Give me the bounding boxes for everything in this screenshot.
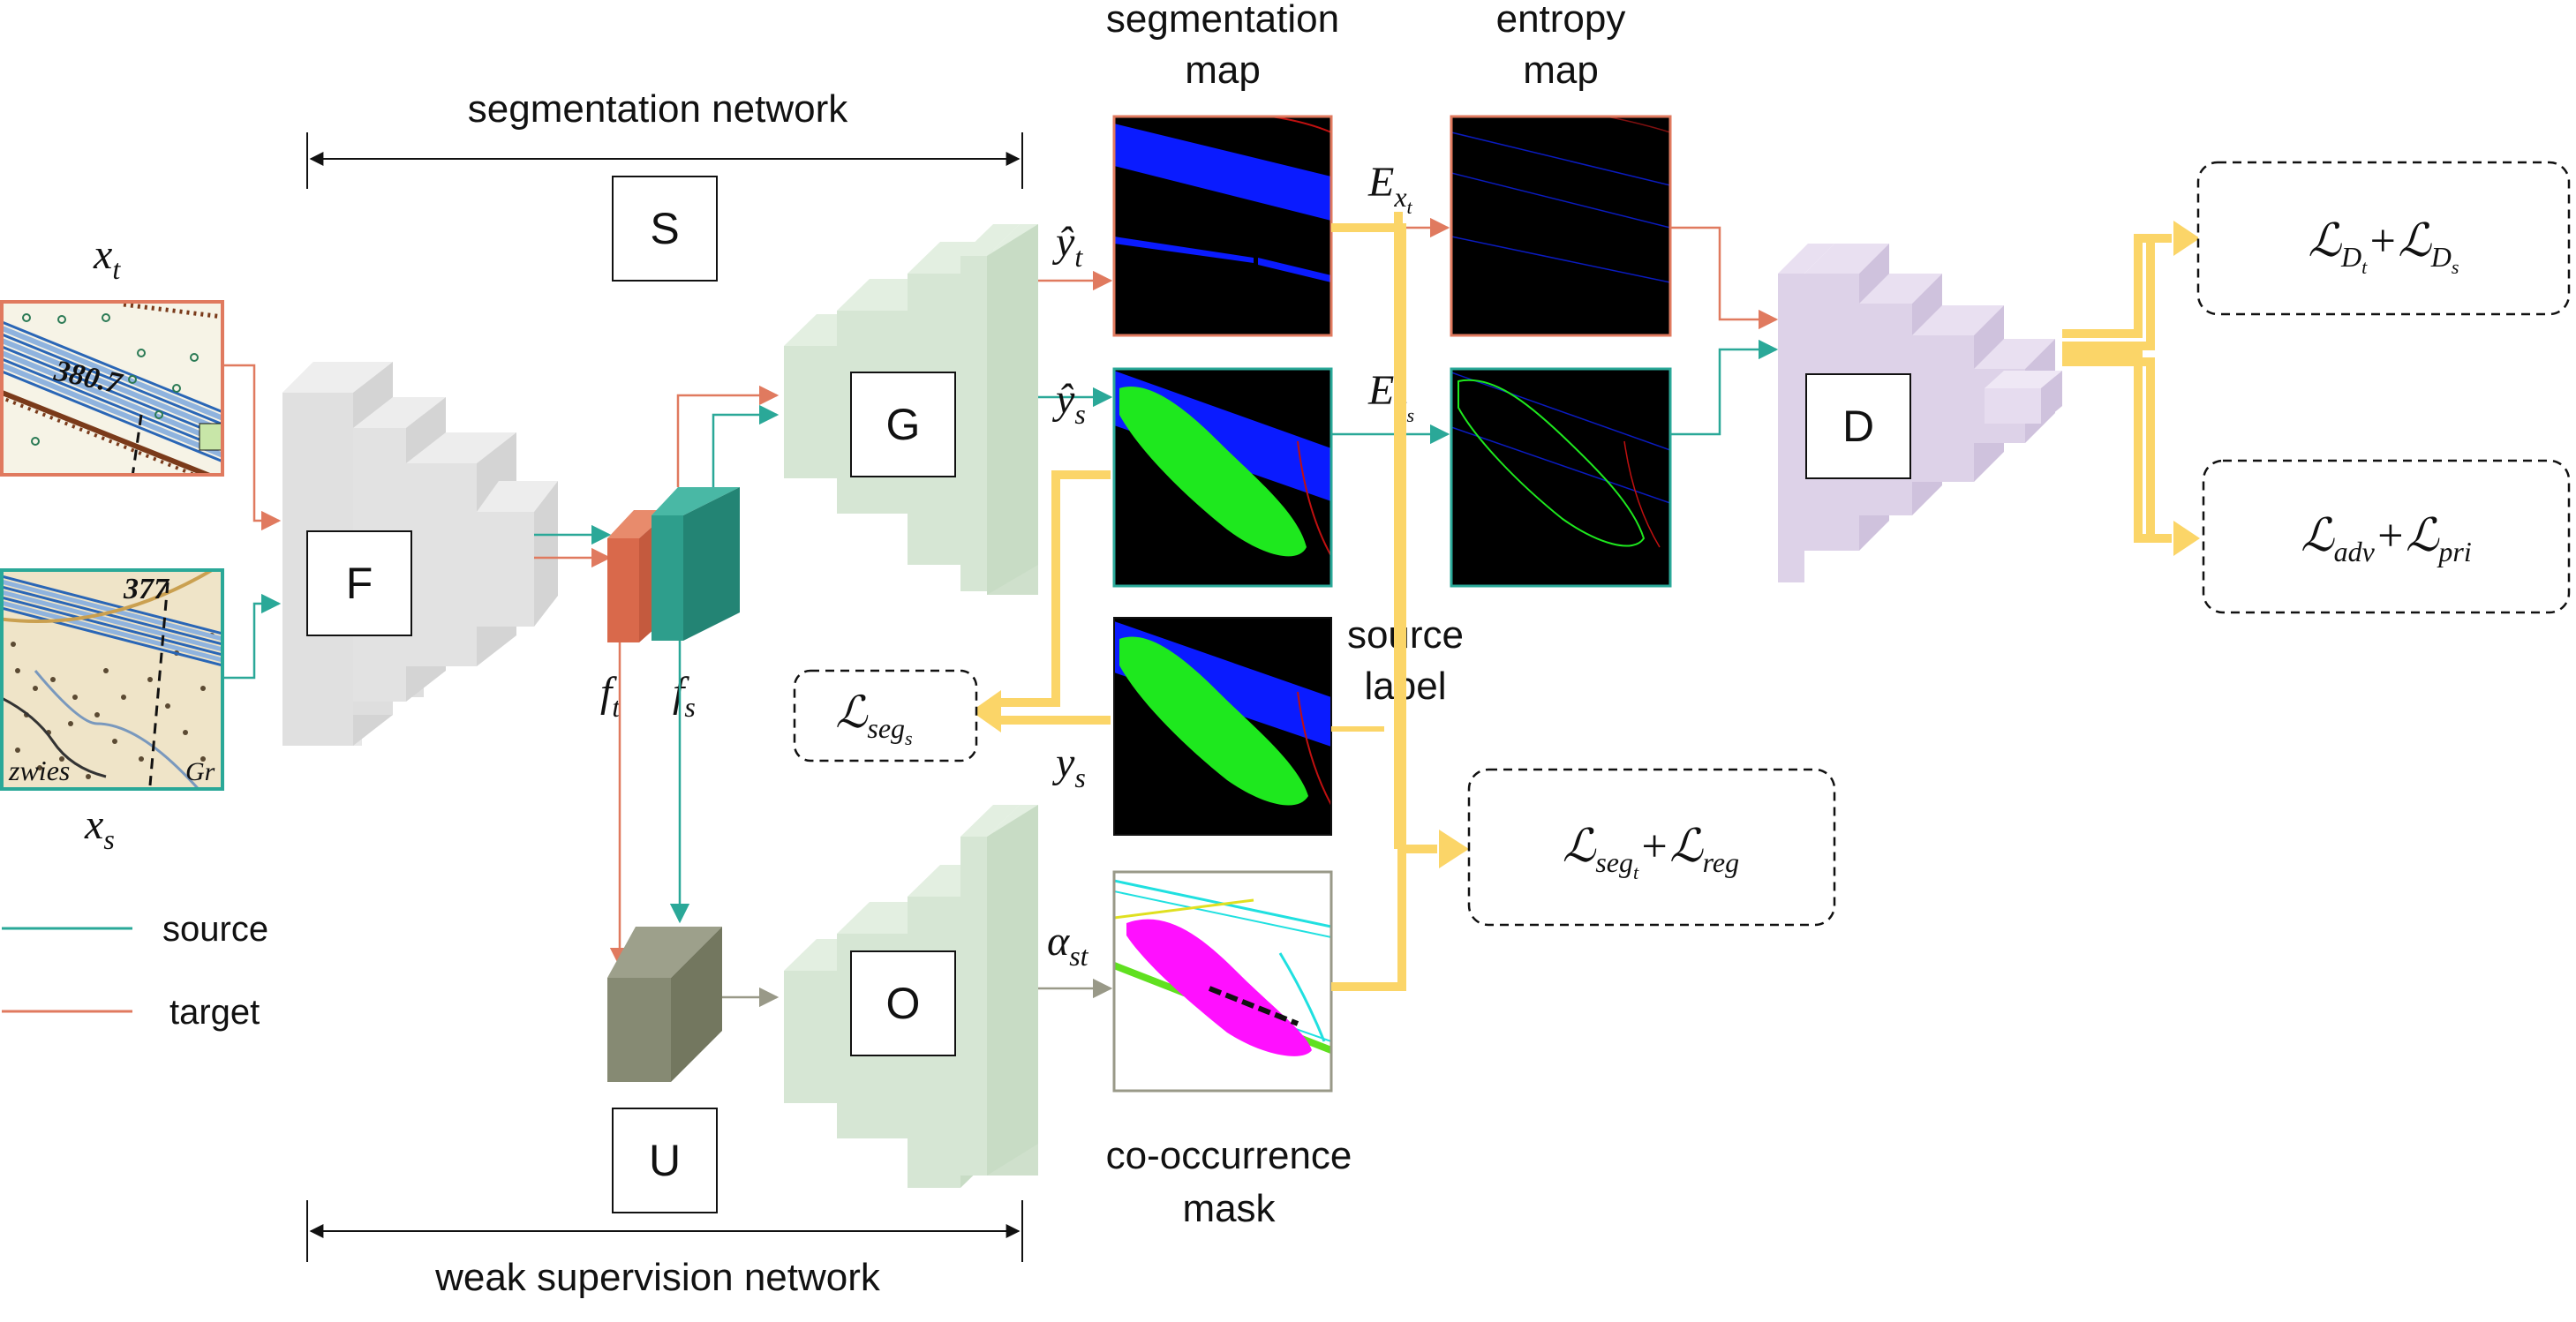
- input-image-source: 377 zwies Gr: [0, 568, 224, 791]
- loss-seg-source-text: ℒsegs: [835, 687, 912, 749]
- x-s-symbol: xs: [84, 801, 115, 855]
- feature-extractor-f: F: [282, 362, 558, 746]
- svg-text:S: S: [650, 204, 679, 253]
- svg-text:G: G: [886, 400, 921, 449]
- svg-text:O: O: [886, 979, 921, 1028]
- f-t-symbol: ft: [600, 669, 621, 723]
- loss-discriminator-box: ℒDt+ℒDs: [2196, 161, 2571, 316]
- entropy-map-heading-2: map: [1523, 49, 1599, 92]
- cooccurrence-mask-heading-2: mask: [1182, 1187, 1276, 1230]
- arrow-xs-to-f: [222, 593, 282, 680]
- cooccurrence-mask-heading-1: co-occurrence: [1106, 1134, 1352, 1177]
- arrow-entropy-t-to-d: [1670, 226, 1779, 330]
- x-s-word: zwies: [8, 755, 70, 786]
- y-s-symbol: ys: [1051, 740, 1086, 793]
- loss-flows: [998, 212, 2172, 991]
- loss-seg-source-box: ℒsegs: [793, 669, 978, 762]
- u-feature-block: [607, 927, 722, 1082]
- segmentation-map-source: [1112, 367, 1333, 588]
- x-t-symbol: xt: [93, 231, 121, 285]
- f-s-symbol: fs: [673, 669, 696, 723]
- weak-supervision-network-label: weak supervision network: [434, 1256, 881, 1299]
- cooccurrence-mask-map: [1112, 870, 1333, 1093]
- segmentation-map-heading-1: segmentation: [1106, 0, 1339, 41]
- x-s-word-2: Gr: [185, 757, 215, 786]
- loss-seg-target-reg-text: ℒsegt+ℒreg: [1563, 822, 1739, 883]
- legend-source-label: source: [162, 910, 268, 949]
- loss-arrowheads: [971, 221, 2200, 868]
- segmentation-network-label: segmentation network: [468, 87, 848, 131]
- e-xs-symbol: Exs: [1367, 367, 1414, 426]
- y-hat-t-symbol: ŷt: [1051, 219, 1083, 273]
- segmentation-network-span: segmentation network: [306, 87, 1023, 189]
- segmentation-head-g: G: [784, 224, 1038, 595]
- u-block: U: [612, 1108, 718, 1213]
- loss-adversarial-text: ℒadv+ℒpri: [2301, 511, 2472, 567]
- s-block: S: [612, 176, 718, 282]
- legend: source target: [2, 910, 268, 1032]
- cooccurrence-head-o: O: [784, 805, 1038, 1188]
- weak-supervision-span: weak supervision network: [306, 1200, 1023, 1299]
- loss-discriminator-text: ℒDt+ℒDs: [2309, 216, 2459, 278]
- entropy-map-target: [1450, 115, 1672, 337]
- e-xt-symbol: Ext: [1367, 159, 1413, 218]
- alpha-st-symbol: αst: [1047, 918, 1089, 972]
- discriminator-d: D: [1778, 244, 2062, 582]
- arrow-xt-to-f: [222, 364, 282, 531]
- segmentation-map-target: [1112, 115, 1333, 337]
- y-hat-s-symbol: ŷs: [1051, 376, 1086, 430]
- arrow-fs-to-g: [712, 404, 780, 487]
- arrow-entropy-s-to-d: [1670, 339, 1779, 436]
- svg-text:U: U: [649, 1136, 681, 1185]
- arrow-ft-to-g: [676, 385, 780, 487]
- legend-target-label: target: [169, 993, 260, 1032]
- loss-adversarial-box: ℒadv+ℒpri: [2202, 459, 2571, 614]
- entropy-map-heading-1: entropy: [1496, 0, 1626, 41]
- svg-text:F: F: [346, 559, 373, 608]
- svg-text:D: D: [1842, 402, 1874, 451]
- source-label-map: [1113, 617, 1332, 836]
- segmentation-map-heading-2: map: [1185, 49, 1261, 92]
- x-s-elevation-text: 377: [123, 573, 170, 605]
- feature-source-block: [652, 487, 740, 641]
- entropy-map-source: [1450, 367, 1672, 588]
- input-image-target: 380.7: [0, 300, 224, 477]
- loss-seg-target-reg-box: ℒsegt+ℒreg: [1467, 768, 1836, 927]
